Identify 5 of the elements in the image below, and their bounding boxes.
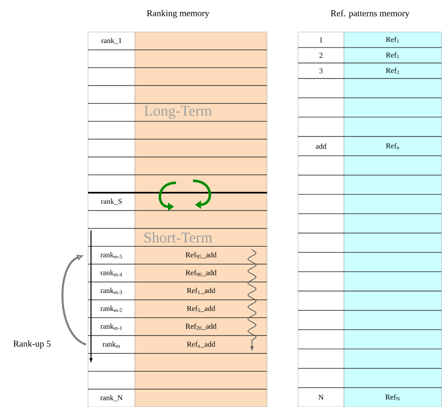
table-heading: Ref. patterns memory — [330, 10, 410, 18]
table-heading: Ranking memory — [146, 10, 210, 18]
region-label: Short-Term — [144, 232, 212, 243]
region-label: Long-Term — [144, 106, 212, 119]
arrow-label: Rank-up 5 — [13, 340, 51, 349]
